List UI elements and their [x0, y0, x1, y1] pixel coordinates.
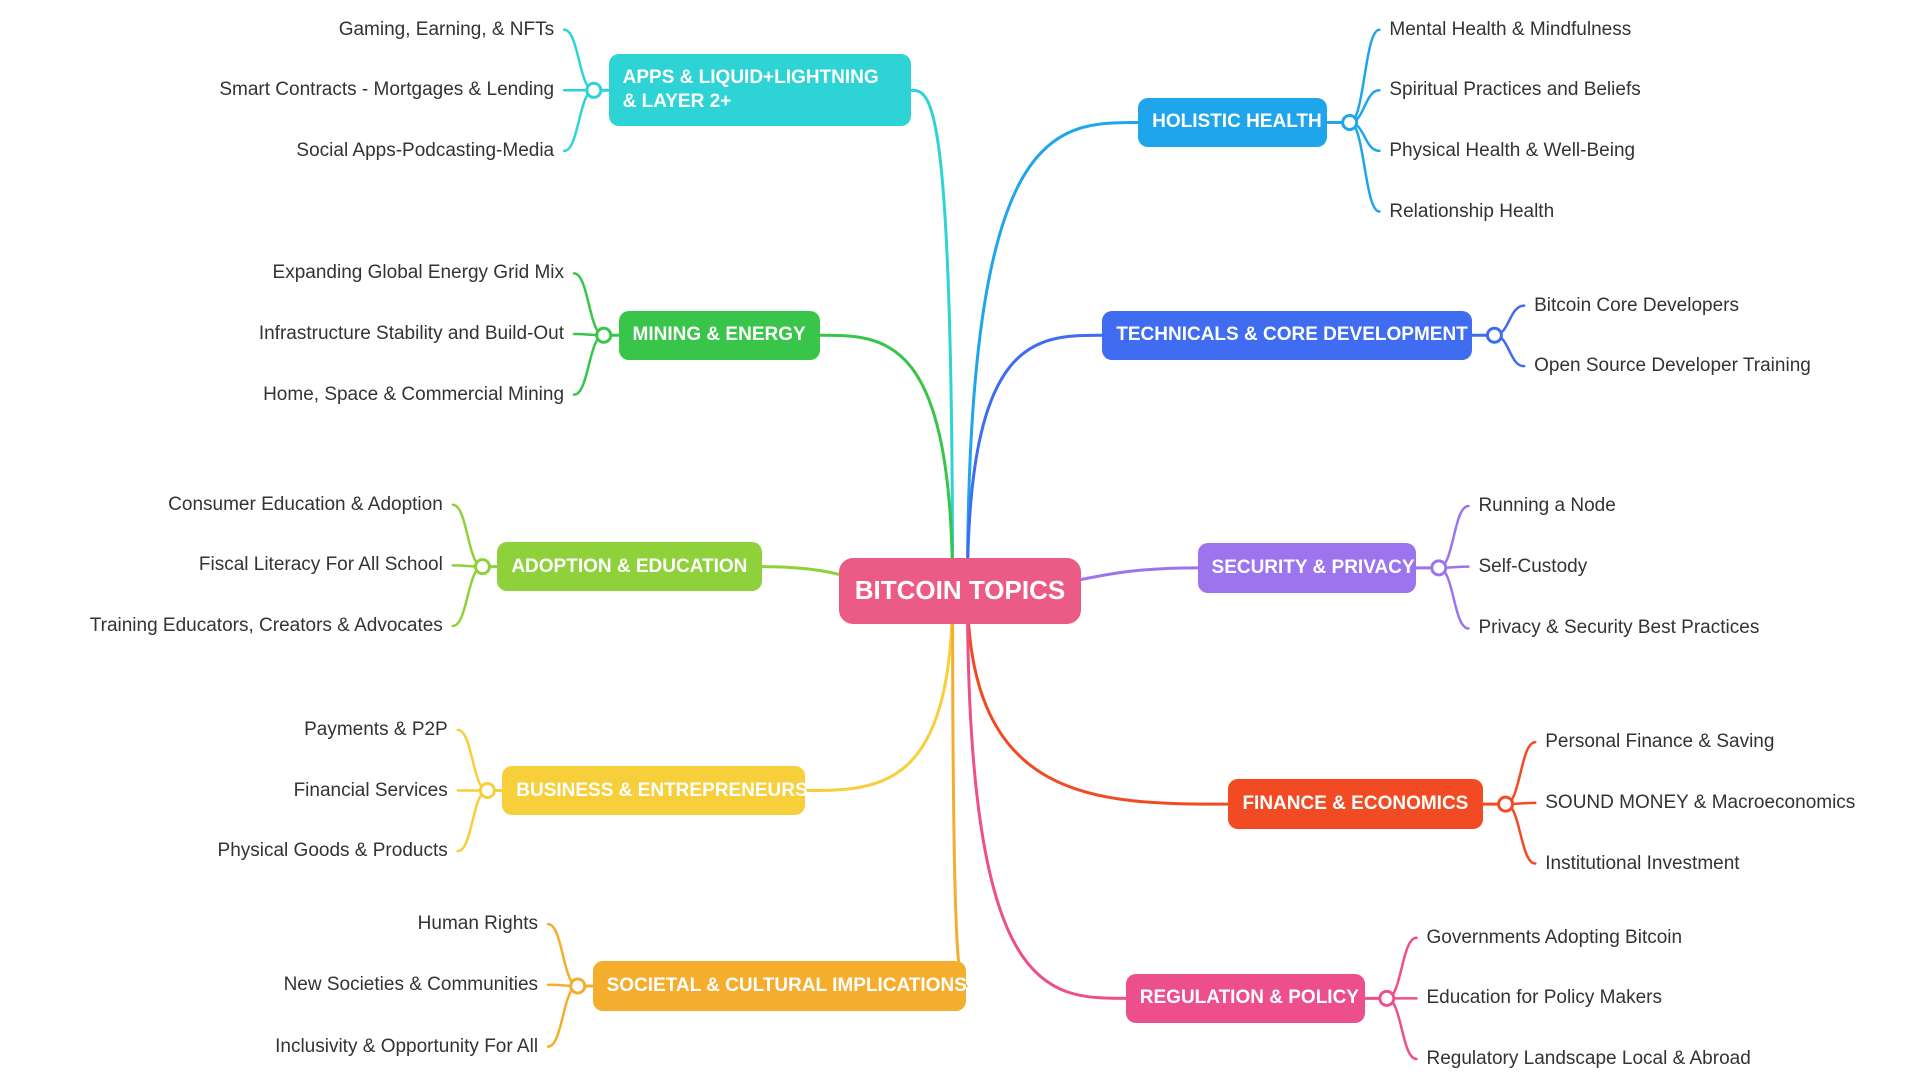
subtopic-mining-1[interactable]: Expanding Global Energy Grid Mix	[272, 262, 565, 284]
connector-leaf-regulation-1	[1385, 936, 1418, 1000]
subtopic-holistic-4[interactable]: Relationship Health	[1389, 200, 1555, 222]
connector-center-mining	[818, 333, 955, 593]
subtopic-adoption-1[interactable]: Consumer Education & Adoption	[168, 493, 443, 515]
subtopic-finance-1[interactable]: Personal Finance & Saving	[1545, 731, 1775, 753]
topic-societal[interactable]: SOCIETAL & CULTURAL IMPLICATIONS	[592, 961, 967, 1011]
subtopic-security-2[interactable]: Self-Custody	[1478, 555, 1588, 577]
connector-leaf-mining-3	[572, 334, 605, 396]
subtopic-holistic-3[interactable]: Physical Health & Well-Being	[1389, 139, 1636, 161]
subtopic-finance-2[interactable]: SOUND MONEY & Macroeconomics	[1545, 791, 1856, 813]
connector-leaf-regulation-3	[1385, 997, 1418, 1061]
connector-leaf-business-3	[456, 789, 489, 853]
subtopic-societal-3[interactable]: Inclusivity & Opportunity For All	[275, 1035, 539, 1057]
subtopic-technicals-2[interactable]: Open Source Developer Training	[1534, 355, 1811, 377]
topic-finance[interactable]: FINANCE & ECONOMICS	[1228, 779, 1484, 829]
subtopic-adoption-2[interactable]: Fiscal Literacy For All School	[198, 554, 443, 576]
connector-leaf-mining-1	[572, 272, 605, 337]
subtopic-adoption-3[interactable]: Training Educators, Creators & Advocates	[89, 614, 443, 636]
subtopic-holistic-1[interactable]: Mental Health & Mindfulness	[1389, 18, 1632, 40]
connector-leaf-finance-3	[1504, 802, 1537, 865]
topic-apps[interactable]: APPS & LIQUID+LIGHTNING & LAYER 2+	[608, 54, 911, 127]
connector-center-regulation	[965, 589, 1128, 1000]
connector-center-business	[803, 589, 955, 793]
subtopic-mining-3[interactable]: Home, Space & Commercial Mining	[263, 383, 565, 405]
hub-apps	[585, 81, 603, 99]
topic-holistic[interactable]: HOLISTIC HEALTH	[1138, 97, 1328, 148]
connector-leaf-societal-1	[546, 922, 579, 988]
hub-regulation	[1378, 989, 1396, 1007]
subtopic-finance-3[interactable]: Institutional Investment	[1545, 852, 1740, 874]
subtopic-apps-2[interactable]: Smart Contracts - Mortgages & Lending	[219, 79, 555, 101]
connector-leaf-business-1	[456, 728, 489, 792]
connector-center-technicals	[965, 333, 1104, 593]
connector-leaf-societal-3	[546, 984, 579, 1048]
hub-holistic	[1341, 113, 1359, 131]
connector-center-finance	[965, 589, 1230, 806]
connector-leaf-apps-3	[562, 89, 596, 153]
connector-leaf-finance-1	[1504, 741, 1537, 806]
topic-regulation[interactable]: REGULATION & POLICY	[1125, 973, 1365, 1024]
topic-mining[interactable]: MINING & ENERGY	[618, 310, 821, 360]
subtopic-business-3[interactable]: Physical Goods & Products	[217, 840, 448, 862]
subtopic-societal-2[interactable]: New Societies & Communities	[283, 973, 539, 995]
subtopic-business-2[interactable]: Financial Services	[293, 779, 448, 801]
subtopic-technicals-1[interactable]: Bitcoin Core Developers	[1534, 294, 1739, 316]
subtopic-societal-1[interactable]: Human Rights	[417, 913, 539, 935]
connector-leaf-adoption-1	[451, 503, 484, 568]
hub-finance	[1497, 795, 1515, 813]
subtopic-regulation-3[interactable]: Regulatory Landscape Local & Abroad	[1426, 1047, 1751, 1069]
subtopic-security-1[interactable]: Running a Node	[1478, 494, 1616, 516]
hub-societal	[569, 977, 587, 995]
subtopic-business-1[interactable]: Payments & P2P	[304, 718, 448, 740]
connector-leaf-apps-1	[562, 28, 596, 92]
subtopic-mining-2[interactable]: Infrastructure Stability and Build-Out	[258, 323, 565, 345]
subtopic-security-3[interactable]: Privacy & Security Best Practices	[1478, 617, 1760, 639]
subtopic-apps-3[interactable]: Social Apps-Podcasting-Media	[296, 139, 555, 161]
central-topic[interactable]: BITCOIN TOPICS	[838, 557, 1082, 624]
hub-business	[478, 782, 496, 800]
hub-mining	[595, 326, 613, 344]
hub-adoption	[473, 558, 491, 576]
hub-technicals	[1485, 326, 1503, 344]
connector-center-societal	[951, 589, 968, 988]
hub-security	[1430, 559, 1448, 577]
connector-center-holistic	[965, 120, 1140, 593]
topic-adoption[interactable]: ADOPTION & EDUCATION	[497, 541, 763, 592]
connector-center-apps	[909, 88, 955, 593]
connector-leaf-adoption-3	[451, 565, 484, 628]
topic-security[interactable]: SECURITY & PRIVACY	[1197, 543, 1417, 593]
connector-leaf-security-1	[1437, 504, 1470, 570]
topic-business[interactable]: BUSINESS & ENTREPRENEURS	[502, 765, 808, 816]
topic-technicals[interactable]: TECHNICALS & CORE DEVELOPMENT	[1102, 310, 1473, 360]
connector-leaf-security-3	[1437, 566, 1470, 630]
subtopic-holistic-2[interactable]: Spiritual Practices and Beliefs	[1389, 79, 1641, 101]
subtopic-apps-1[interactable]: Gaming, Earning, & NFTs	[338, 18, 555, 40]
subtopic-regulation-2[interactable]: Education for Policy Makers	[1426, 987, 1662, 1009]
subtopic-regulation-1[interactable]: Governments Adopting Bitcoin	[1426, 926, 1683, 948]
